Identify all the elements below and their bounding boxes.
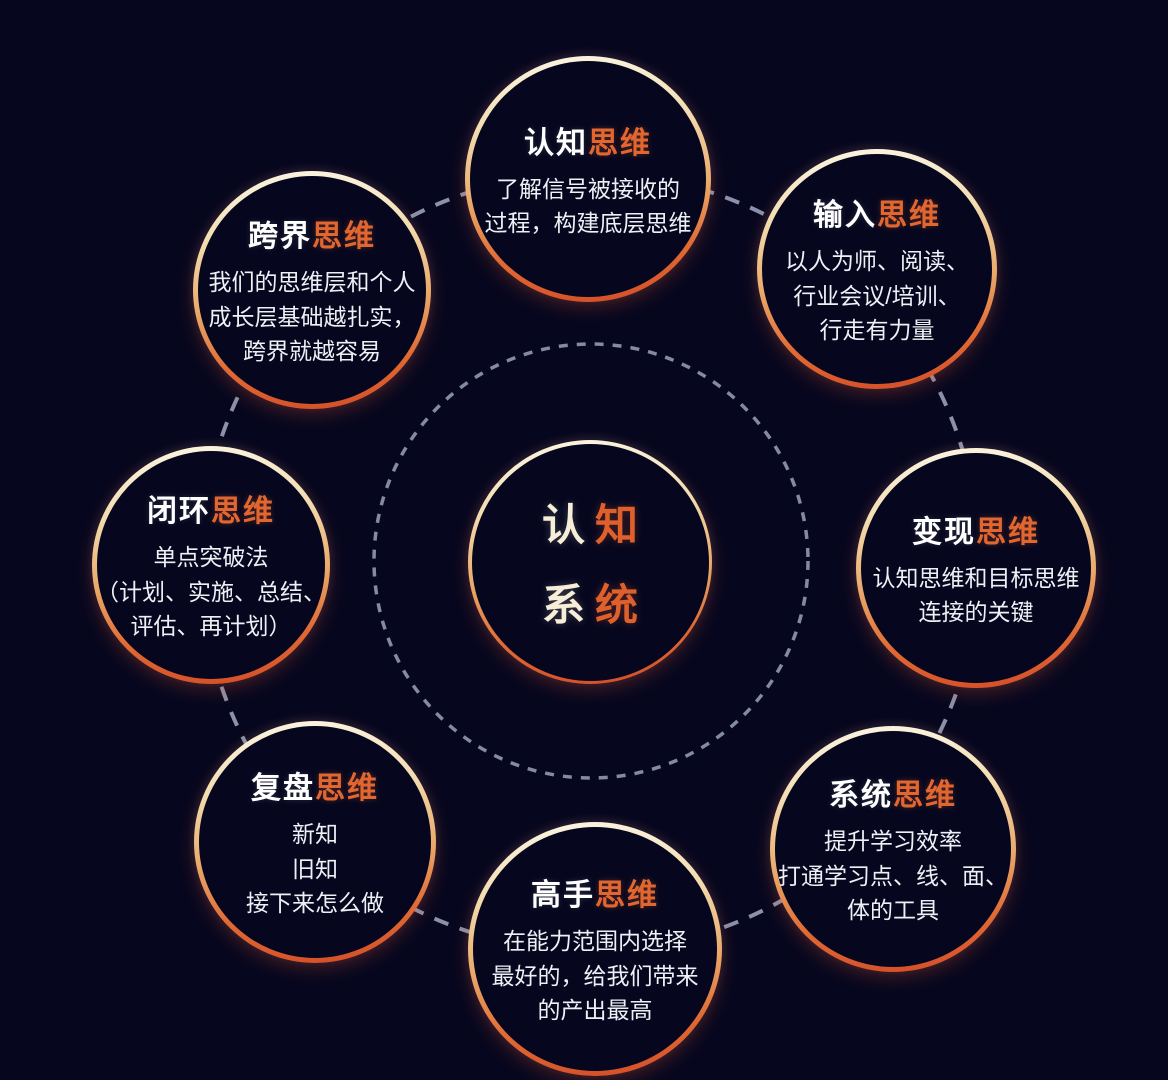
center-node-cognition-system: 认知 系统 xyxy=(468,440,712,684)
center-title-line1: 认知 xyxy=(542,491,638,553)
node-monetization-thinking-body: 变现思维 认知思维和目标思维 连接的关键 xyxy=(861,453,1091,683)
node-closed-loop-thinking: 闭环思维 单点突破法 （计划、实施、总结、 评估、再计划） xyxy=(92,446,330,684)
title-light-part: 系统 xyxy=(829,779,893,813)
center-title: 认知 系统 xyxy=(542,491,638,633)
center-char-accent: 知 xyxy=(595,502,638,550)
node-description: 新知 旧知 接下来怎么做 xyxy=(246,821,384,917)
title-light-part: 复盘 xyxy=(251,772,315,806)
node-title: 高手思维 xyxy=(531,870,659,914)
node-input-thinking: 输入思维 以人为师、阅读、 行业会议/培训、 行走有力量 xyxy=(757,149,997,389)
title-accent-part: 思维 xyxy=(595,879,659,913)
title-accent-part: 思维 xyxy=(877,199,941,233)
title-accent-part: 思维 xyxy=(893,779,957,813)
node-review-thinking: 复盘思维 新知 旧知 接下来怎么做 xyxy=(194,721,436,963)
node-title: 系统思维 xyxy=(829,770,957,814)
title-accent-part: 思维 xyxy=(976,515,1040,549)
center-node-body: 认知 系统 xyxy=(471,443,709,681)
node-description: 提升学习效率 打通学习点、线、面、 体的工具 xyxy=(778,828,1008,924)
node-description: 了解信号被接收的 过程，构建底层思维 xyxy=(484,175,692,237)
node-system-thinking-body: 系统思维 提升学习效率 打通学习点、线、面、 体的工具 xyxy=(775,731,1011,967)
center-title-line2: 系统 xyxy=(542,571,638,633)
center-char-accent: 统 xyxy=(595,582,638,630)
center-char-light: 系 xyxy=(542,582,585,630)
node-title: 闭环思维 xyxy=(147,486,275,530)
title-light-part: 跨界 xyxy=(248,220,312,254)
node-crossover-thinking-body: 跨界思维 我们的思维层和个人 成长层基础越扎实， 跨界就越容易 xyxy=(198,176,426,404)
node-title: 认知思维 xyxy=(524,118,652,162)
title-light-part: 闭环 xyxy=(147,495,211,529)
node-title: 复盘思维 xyxy=(251,763,379,807)
node-cognition-thinking: 认知思维 了解信号被接收的 过程，构建底层思维 xyxy=(465,56,711,302)
node-description: 以人为师、阅读、 行业会议/培训、 行走有力量 xyxy=(785,248,969,344)
title-accent-part: 思维 xyxy=(315,772,379,806)
node-description: 认知思维和目标思维 连接的关键 xyxy=(872,564,1080,626)
title-accent-part: 思维 xyxy=(312,220,376,254)
title-light-part: 认知 xyxy=(524,126,588,160)
title-accent-part: 思维 xyxy=(588,126,652,160)
node-review-thinking-body: 复盘思维 新知 旧知 接下来怎么做 xyxy=(199,726,431,958)
node-monetization-thinking: 变现思维 认知思维和目标思维 连接的关键 xyxy=(856,448,1096,688)
node-input-thinking-body: 输入思维 以人为师、阅读、 行业会议/培训、 行走有力量 xyxy=(762,154,992,384)
node-description: 在能力范围内选择 最好的，给我们带来 的产出最高 xyxy=(491,928,699,1024)
title-light-part: 变现 xyxy=(912,515,976,549)
node-title: 变现思维 xyxy=(912,507,1040,551)
node-crossover-thinking: 跨界思维 我们的思维层和个人 成长层基础越扎实， 跨界就越容易 xyxy=(193,171,431,409)
title-light-part: 高手 xyxy=(531,879,595,913)
node-closed-loop-thinking-body: 闭环思维 单点突破法 （计划、实施、总结、 评估、再计划） xyxy=(96,451,326,679)
node-system-thinking: 系统思维 提升学习效率 打通学习点、线、面、 体的工具 xyxy=(770,726,1016,972)
inner-dashed-ring xyxy=(372,342,810,780)
title-light-part: 输入 xyxy=(813,199,877,233)
node-description: 我们的思维层和个人 成长层基础越扎实， 跨界就越容易 xyxy=(208,269,416,365)
title-accent-part: 思维 xyxy=(211,495,275,529)
center-char-light: 认 xyxy=(542,502,585,550)
node-master-thinking-body: 高手思维 在能力范围内选择 最好的，给我们带来 的产出最高 xyxy=(473,827,717,1071)
node-description: 单点突破法 （计划、实施、总结、 评估、再计划） xyxy=(96,544,326,640)
node-master-thinking: 高手思维 在能力范围内选择 最好的，给我们带来 的产出最高 xyxy=(468,822,722,1076)
node-cognition-thinking-body: 认知思维 了解信号被接收的 过程，构建底层思维 xyxy=(470,61,706,297)
node-title: 跨界思维 xyxy=(248,211,376,255)
node-title: 输入思维 xyxy=(813,190,941,234)
